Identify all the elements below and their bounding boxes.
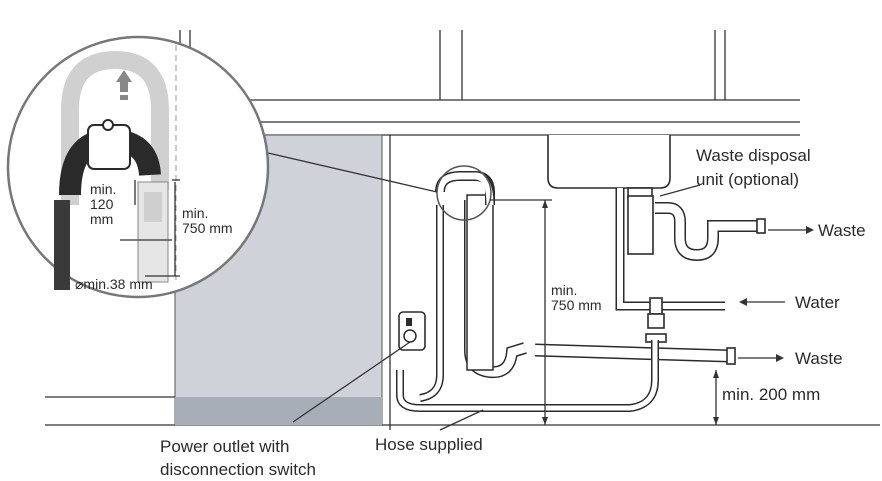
waste-disposal-label-line2: unit (optional) xyxy=(696,170,799,189)
power-outlet xyxy=(398,311,426,351)
power-outlet-label-line1: Power outlet with xyxy=(160,437,289,456)
inset-diameter-label: ⌀min.38 mm xyxy=(75,276,153,292)
waste-bottom-label: Waste xyxy=(795,349,843,368)
hose-supplied-label: Hose supplied xyxy=(375,435,483,454)
up-arrow-icon xyxy=(116,70,132,100)
inset-min120-label-line2: 120 xyxy=(90,196,114,212)
inset-min750-label-line2: 750 mm xyxy=(182,220,233,236)
inset-min750-label-line1: min. xyxy=(182,205,208,221)
inset-min120-label-line3: mm xyxy=(90,211,113,227)
sink xyxy=(547,135,671,199)
inset-min120-label-line1: min. xyxy=(90,181,116,197)
inset-detail xyxy=(6,35,270,299)
power-outlet-leader xyxy=(292,341,411,423)
power-outlet-label-line2: disconnection switch xyxy=(160,460,316,479)
hose-supplied-leader xyxy=(439,409,484,431)
detail-highlight-circle xyxy=(436,165,492,221)
arrow-left-icon xyxy=(739,298,785,306)
dimension-750-main xyxy=(490,199,552,425)
min-750-main-label-line1: min. xyxy=(551,282,577,298)
detail-connector-line xyxy=(254,149,438,193)
min-750-main-label-line2: 750 mm xyxy=(551,297,602,313)
drain-hose xyxy=(396,171,659,412)
waste-top-label: Waste xyxy=(818,221,866,240)
waste-disposal-unit xyxy=(627,195,654,255)
min-200-label: min. 200 mm xyxy=(722,385,820,404)
arrow-right-icon xyxy=(768,226,814,234)
water-label: Water xyxy=(795,293,840,312)
waste-drain-pipe xyxy=(534,343,736,365)
waste-disposal-label-line1: Waste disposal xyxy=(696,146,811,165)
dimension-200 xyxy=(713,370,719,425)
sink-trap xyxy=(655,202,766,262)
arrow-right-icon xyxy=(738,354,784,362)
waste-disposal-leader xyxy=(659,184,701,197)
